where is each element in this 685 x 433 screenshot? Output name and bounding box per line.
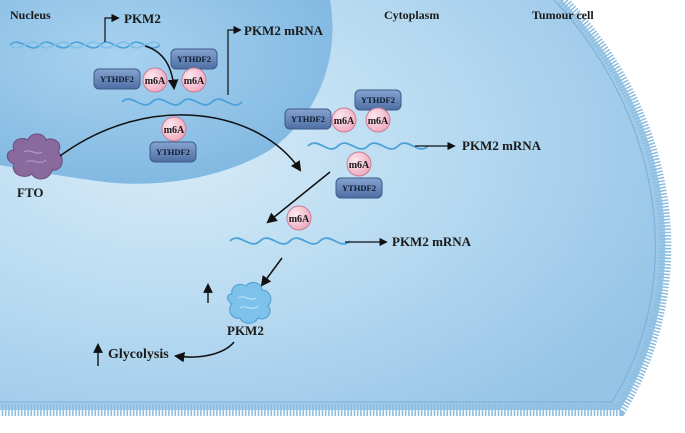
nuclear-pkm2-mrna-label: PKM2 mRNA — [244, 23, 324, 38]
fto-label: FTO — [17, 185, 44, 200]
cytoplasmic-pkm2-mrna-2-label: PKM2 mRNA — [392, 234, 472, 249]
m6a-mark — [365, 107, 391, 133]
ythdf2-badge-text: YTHDF2 — [100, 74, 134, 84]
m6a-mark-text: m6A — [368, 116, 389, 127]
m6a-mark — [181, 67, 207, 93]
m6a-mark-text: m6A — [289, 214, 310, 225]
ythdf2-badge — [284, 108, 332, 130]
ythdf2-badge-text: YTHDF2 — [291, 114, 325, 124]
m6a-mark-text: m6A — [349, 160, 370, 171]
tumour-cell-label: Tumour cell — [532, 8, 594, 22]
ythdf2-badge-text: YTHDF2 — [361, 95, 395, 105]
m6a-mark — [331, 107, 357, 133]
ythdf2-badge — [149, 141, 197, 163]
m6a-mark-text: m6A — [334, 116, 355, 127]
m6a-mark-text: m6A — [164, 125, 185, 136]
pkm2-transcription-arrow — [104, 13, 120, 42]
pkm2-gene-label: PKM2 — [124, 11, 161, 26]
pkm2-protein-icon — [227, 282, 272, 324]
m6a-mark — [346, 151, 372, 177]
pkm2-protein-label: PKM2 — [227, 323, 264, 338]
ythdf2-badge-text: YTHDF2 — [177, 54, 211, 64]
fto-protein-icon — [6, 133, 63, 180]
translation-arrow — [260, 257, 283, 287]
glycolysis-arrow — [173, 341, 235, 363]
ythdf2-badge — [93, 68, 141, 90]
transcription-to-mrna-arrow — [144, 45, 179, 91]
pkm2-dna-helix — [9, 41, 161, 49]
nuclear-reader-complex: YTHDF2 YTHDF2 m6A m6A m6A YTHDF2 — [93, 48, 218, 163]
ythdf2-badge-text: YTHDF2 — [156, 147, 190, 157]
m6a-mark-text: m6A — [184, 76, 205, 87]
cell-membrane — [0, 0, 672, 416]
cytoplasmic-pkm2-mrna-1 — [307, 142, 429, 150]
nuclear-pkm2-mrna — [121, 98, 243, 106]
cytoplasmic-pkm2-mrna-2 — [229, 237, 351, 245]
cytoplasmic-reader-complex: YTHDF2 YTHDF2 m6A m6A m6A YTHDF2 — [284, 89, 402, 199]
cytoplasmic-pkm2-mrna-1-label: PKM2 mRNA — [462, 138, 542, 153]
nucleus-label: Nucleus — [10, 8, 51, 22]
m6a-mark — [142, 67, 168, 93]
cytoplasm-label: Cytoplasm — [384, 8, 439, 22]
m6a-mark — [161, 116, 187, 142]
demethylation-step-arrow — [266, 171, 331, 224]
glycolysis-label: Glycolysis — [108, 347, 169, 362]
fto-demethylation-arrow — [59, 114, 302, 172]
m6a-mark-text: m6A — [145, 76, 166, 87]
m6a-mark — [286, 205, 312, 231]
ythdf2-badge-text: YTHDF2 — [342, 183, 376, 193]
nuclear-mrna-export-arrow — [227, 25, 242, 95]
cell-membrane-inner — [0, 0, 656, 403]
ythdf2-badge — [335, 177, 383, 199]
